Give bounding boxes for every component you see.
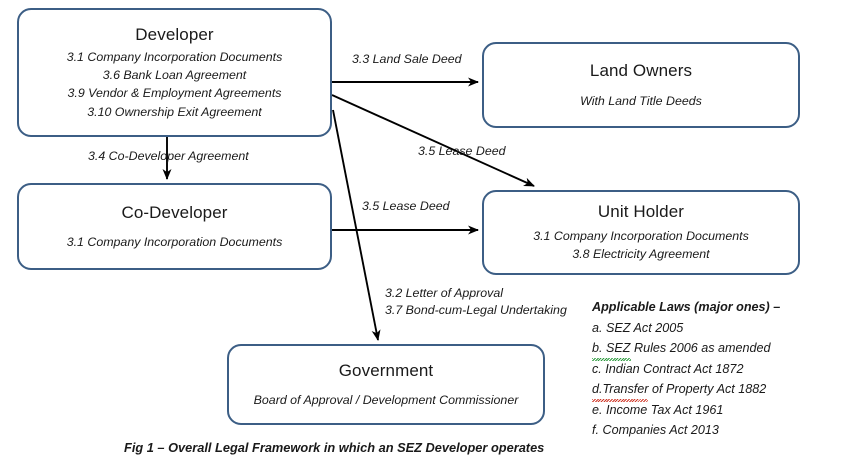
node-unit-holder-title: Unit Holder [597, 202, 685, 222]
law-item-e-text: e. Income Tax Act 1961 [592, 402, 724, 417]
law-item-f-text: f. Companies Act 2013 [592, 422, 719, 437]
node-developer-line-4: 3.10 Ownership Exit Agreement [87, 104, 262, 119]
edge-label-co-developer-agreement: 3.4 Co-Developer Agreement [88, 149, 249, 163]
law-item-d-text: of Property Act 1882 [648, 382, 767, 397]
edge-label-letter-of-approval: 3.2 Letter of Approval [385, 286, 504, 300]
node-government-lines: Board of Approval / Development Commissi… [254, 392, 519, 408]
edge-label-bond-cum-legal-undertaking: 3.7 Bond-cum-Legal Undertaking [385, 302, 567, 317]
law-item-d: d.Transfer of Property Act 1882 [592, 379, 837, 402]
law-item-e: e. Income Tax Act 1961 [592, 400, 837, 420]
node-government-title: Government [338, 360, 434, 380]
node-unit-holder-line-2: 3.8 Electricity Agreement [572, 247, 710, 262]
node-co-developer[interactable]: Co-Developer 3.1 Company Incorporation D… [17, 183, 332, 270]
node-developer-title: Developer [135, 24, 214, 44]
applicable-laws-block: Applicable Laws (major ones) – a. SEZ Ac… [592, 300, 837, 440]
spellcheck-underline-icon: d.Transfer [592, 379, 649, 402]
law-item-a-text: a. SEZ Act 2005 [592, 321, 684, 335]
edge-developer-to-government [332, 109, 381, 341]
node-developer-lines: 3.1 Company Incorporation Documents 3.6 … [67, 49, 283, 121]
law-item-b: b. SEZ Rules 2006 as amended [592, 338, 837, 362]
node-unit-holder[interactable]: Unit Holder 3.1 Company Incorporation Do… [482, 190, 800, 275]
node-unit-holder-line-1: 3.1 Company Incorporation Documents [533, 228, 749, 243]
node-government-line-1: Board of Approval / Development Commissi… [253, 393, 519, 408]
node-co-developer-line-1: 3.1 Company Incorporation Documents [66, 235, 283, 250]
law-item-c-text: c. Indian Contract Act 1872 [592, 361, 744, 376]
figure-caption: Fig 1 – Overall Legal Framework in which… [124, 440, 545, 455]
node-developer-line-3: 3.9 Vendor & Employment Agreements [67, 86, 282, 101]
node-government[interactable]: Government Board of Approval / Developme… [227, 344, 545, 425]
node-unit-holder-lines: 3.1 Company Incorporation Documents 3.8 … [533, 228, 749, 263]
node-land-owners-line-1: With Land Title Deeds [580, 93, 702, 108]
node-developer-line-1: 3.1 Company Incorporation Documents [66, 49, 283, 64]
edge-label-lease-deed-developer: 3.5 Lease Deed [418, 144, 506, 158]
node-land-owners[interactable]: Land Owners With Land Title Deeds [482, 42, 800, 128]
edge-label-government-documents: 3.2 Letter of Approval 3.7 Bond-cum-Lega… [385, 285, 567, 318]
node-land-owners-lines: With Land Title Deeds [580, 93, 702, 109]
edge-label-land-sale-deed: 3.3 Land Sale Deed [352, 52, 462, 66]
spellcheck-underline-icon: b. SEZ [592, 338, 631, 362]
law-item-f: f. Companies Act 2013 [592, 420, 837, 440]
applicable-laws-title: Applicable Laws (major ones) – [592, 300, 781, 314]
law-item-c: c. Indian Contract Act 1872 [592, 359, 837, 379]
node-developer-line-2: 3.6 Bank Loan Agreement [102, 67, 247, 82]
law-item-b-text: Rules 2006 as amended [630, 341, 771, 356]
edge-label-lease-deed-co-developer: 3.5 Lease Deed [362, 199, 450, 213]
node-co-developer-title: Co-Developer [121, 202, 228, 222]
law-item-a: a. SEZ Act 2005 [592, 318, 837, 338]
node-developer[interactable]: Developer 3.1 Company Incorporation Docu… [17, 8, 332, 137]
node-land-owners-title: Land Owners [589, 61, 693, 81]
node-co-developer-lines: 3.1 Company Incorporation Documents [67, 234, 283, 250]
